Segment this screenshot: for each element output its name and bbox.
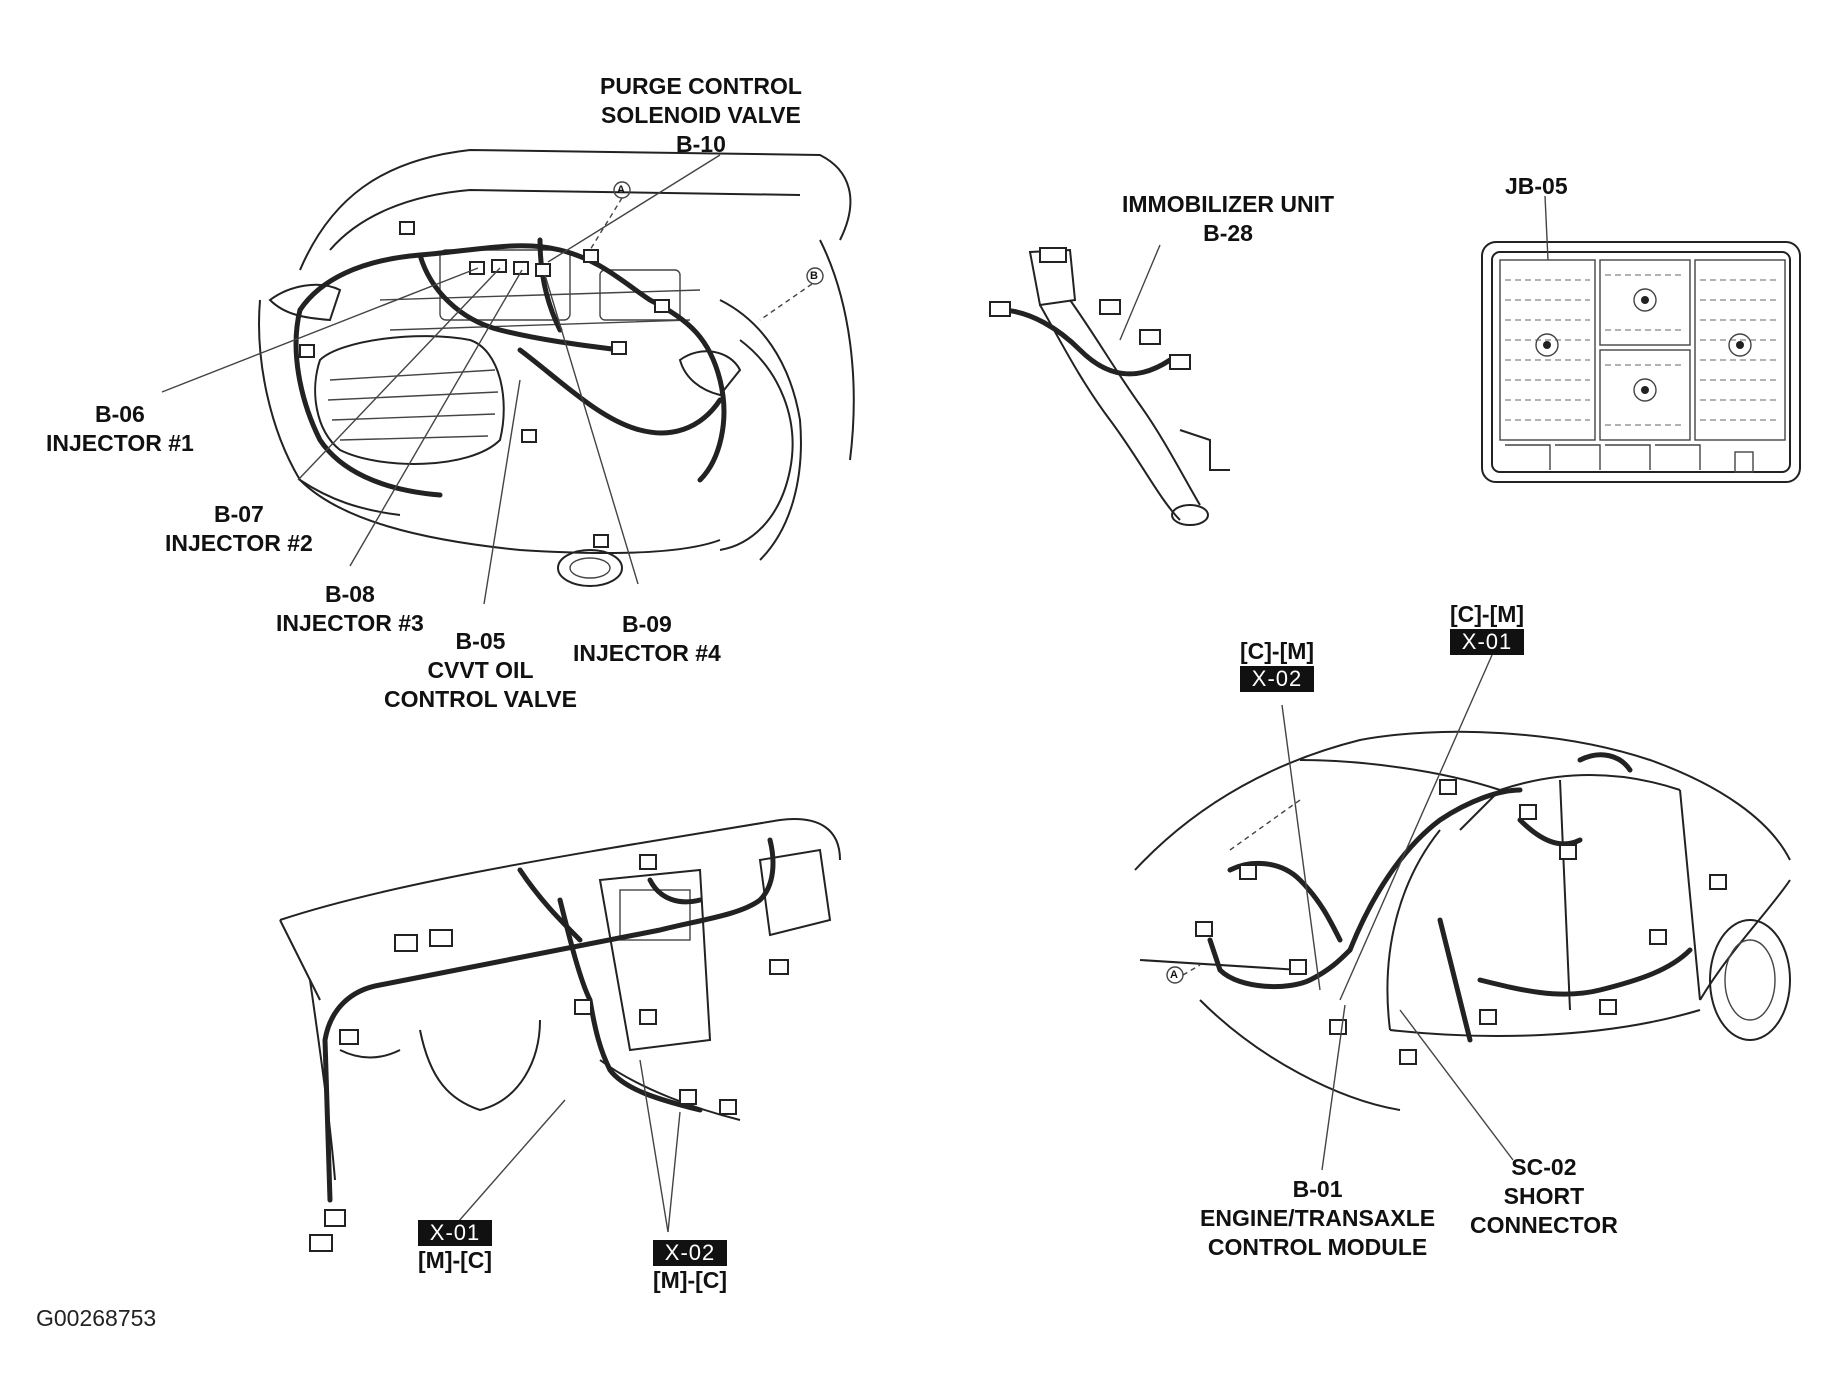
sc02-line1: SHORT bbox=[1503, 1183, 1585, 1209]
x01-top-code: X-01 bbox=[1450, 629, 1525, 655]
b01-code: B-01 bbox=[1292, 1176, 1343, 1202]
dashboard-illustration bbox=[279, 818, 841, 1252]
immobilizer-unit-label: IMMOBILIZER UNIT B-28 bbox=[1122, 190, 1334, 248]
injector-4-label: B-09 INJECTOR #4 bbox=[573, 610, 721, 668]
marker-b-top: B bbox=[810, 270, 818, 282]
b05-code: B-05 bbox=[455, 628, 506, 654]
x01-top-label: [C]-[M] X-01 bbox=[1450, 600, 1525, 655]
purge-control-solenoid-valve-label: PURGE CONTROL SOLENOID VALVE B-10 bbox=[600, 72, 802, 159]
jb05-code: JB-05 bbox=[1505, 173, 1568, 199]
sc02-line2: CONNECTOR bbox=[1470, 1212, 1618, 1238]
car-body-illustration bbox=[1134, 654, 1791, 1171]
b07-name: INJECTOR #2 bbox=[165, 530, 313, 556]
x02-top-label: [C]-[M] X-02 bbox=[1240, 637, 1315, 692]
x02-top-pin: [C]-[M] bbox=[1240, 638, 1315, 664]
x01-top-pin: [C]-[M] bbox=[1450, 601, 1525, 627]
b08-name: INJECTOR #3 bbox=[276, 610, 424, 636]
short-connector-label: SC-02 SHORT CONNECTOR bbox=[1470, 1153, 1618, 1240]
purge-label-code: B-10 bbox=[676, 131, 726, 157]
injector-1-label: B-06 INJECTOR #1 bbox=[46, 400, 194, 458]
marker-a-top: A bbox=[617, 184, 625, 196]
b01-line1: ENGINE/TRANSAXLE bbox=[1200, 1205, 1436, 1231]
x01-bottom-code: X-01 bbox=[418, 1220, 493, 1246]
x02-bottom-code: X-02 bbox=[653, 1240, 728, 1266]
marker-a-bottom: A bbox=[1170, 969, 1178, 981]
engine-bay-illustration bbox=[258, 148, 855, 587]
cvvt-oil-control-valve-label: B-05 CVVT OIL CONTROL VALVE bbox=[384, 627, 577, 714]
injector-3-label: B-08 INJECTOR #3 bbox=[276, 580, 424, 638]
engine-leader-lines bbox=[161, 154, 721, 605]
junction-block-illustration bbox=[1481, 195, 1801, 483]
x02-top-code: X-02 bbox=[1240, 666, 1315, 692]
b08-code: B-08 bbox=[325, 581, 375, 607]
immobilizer-name: IMMOBILIZER UNIT bbox=[1122, 191, 1335, 217]
sc02-code: SC-02 bbox=[1511, 1154, 1577, 1180]
x01-bottom-pin: [M]-[C] bbox=[418, 1247, 493, 1273]
b05-line1: CVVT OIL bbox=[427, 657, 534, 683]
immobilizer-code: B-28 bbox=[1203, 220, 1253, 246]
x02-bottom-pin: [M]-[C] bbox=[653, 1267, 728, 1293]
injector-2-label: B-07 INJECTOR #2 bbox=[165, 500, 313, 558]
purge-label-line1: PURGE CONTROL bbox=[600, 73, 802, 99]
figure-id: G00268753 bbox=[36, 1305, 157, 1331]
purge-label-line2: SOLENOID VALVE bbox=[601, 102, 801, 128]
b07-code: B-07 bbox=[214, 501, 264, 527]
junction-block-label: JB-05 bbox=[1505, 172, 1568, 201]
steering-column-illustration bbox=[989, 244, 1230, 526]
b09-code: B-09 bbox=[622, 611, 672, 637]
b01-line2: CONTROL MODULE bbox=[1207, 1234, 1428, 1260]
x02-bottom-label: X-02 [M]-[C] bbox=[653, 1240, 728, 1295]
engine-transaxle-control-module-label: B-01 ENGINE/TRANSAXLE CONTROL MODULE bbox=[1200, 1175, 1435, 1262]
b06-code: B-06 bbox=[95, 401, 145, 427]
x01-bottom-label: X-01 [M]-[C] bbox=[418, 1220, 493, 1275]
b05-line2: CONTROL VALVE bbox=[384, 686, 577, 712]
b09-name: INJECTOR #4 bbox=[573, 640, 721, 666]
b06-name: INJECTOR #1 bbox=[46, 430, 194, 456]
